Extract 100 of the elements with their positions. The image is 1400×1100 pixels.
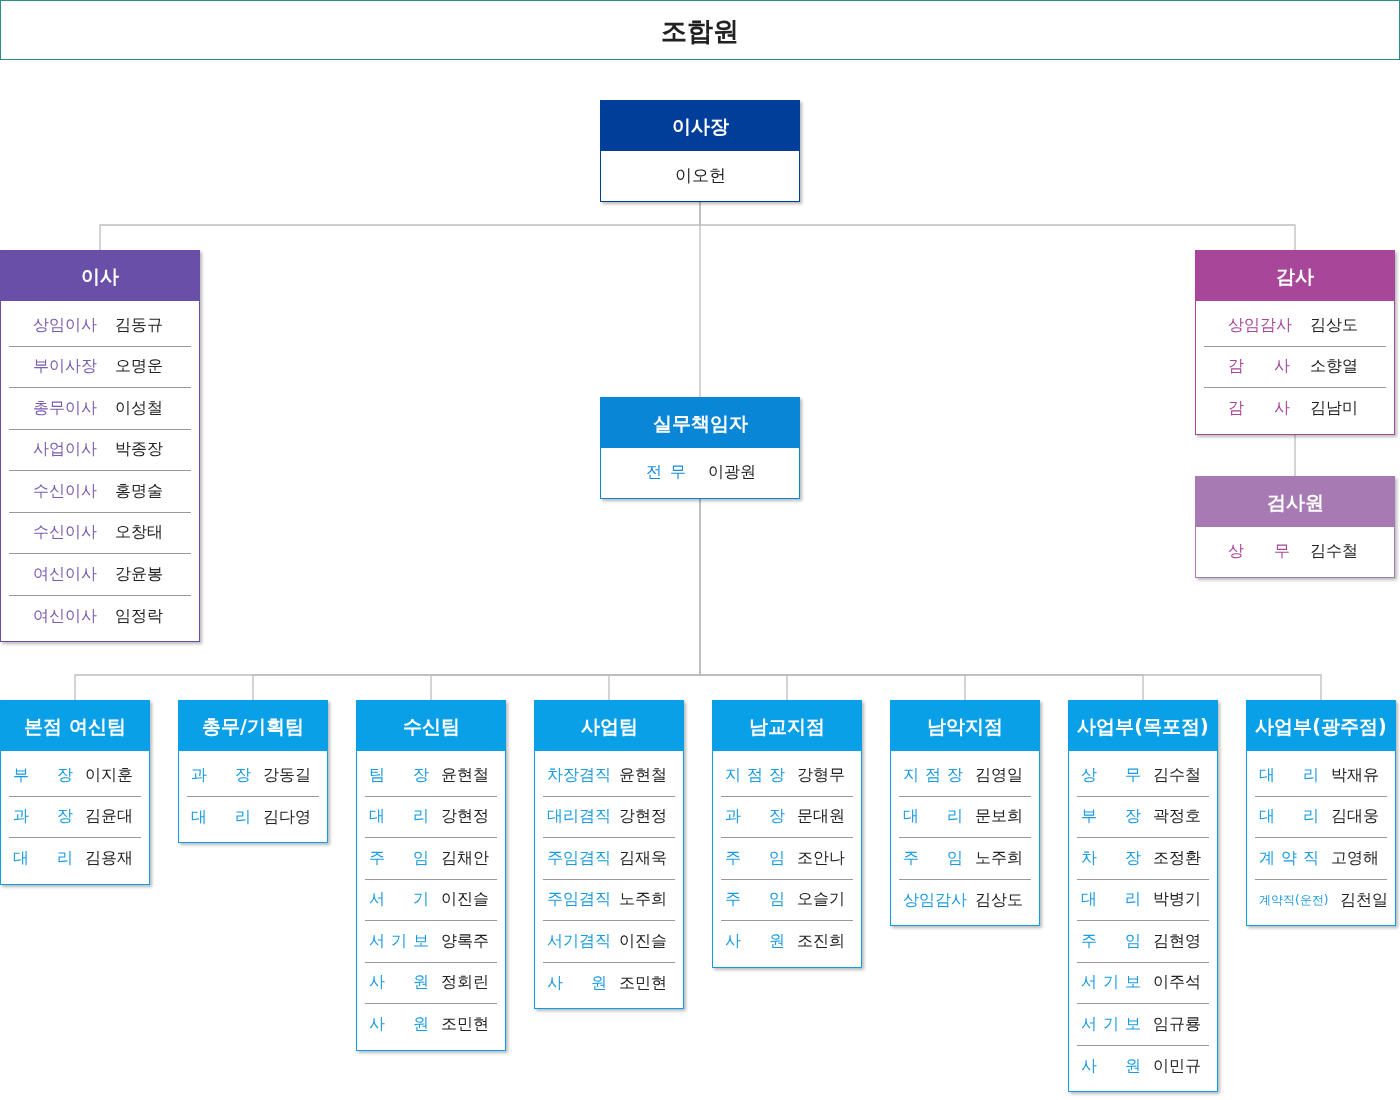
position-title: 주 임: [369, 847, 429, 869]
org-chart-box: [1068, 700, 1218, 1092]
org-chart-box: [356, 700, 506, 1051]
position-title: 사 원: [725, 931, 785, 953]
position-title: 대 리: [13, 848, 73, 870]
org-chart-box: [1195, 476, 1395, 578]
person-name: 소향열: [1310, 356, 1358, 378]
person-name: 김천일: [1340, 889, 1389, 911]
person-name: 윤현철: [441, 764, 489, 786]
position-title: 서 기 보: [1081, 972, 1141, 994]
org-chart-box: [600, 100, 800, 202]
person-name: 김재욱: [619, 847, 667, 869]
position-title: 대 리: [369, 806, 429, 828]
connector-line: [1294, 433, 1296, 477]
org-chart-box: [890, 700, 1040, 926]
person-name: 조안나: [797, 847, 845, 869]
position-title: 계약직(운전): [1259, 891, 1329, 909]
position-title: 상임이사: [33, 314, 95, 336]
position-title: 총무이사: [33, 397, 95, 419]
person-name: 임정락: [115, 605, 163, 627]
person-name: 김상도: [1310, 314, 1358, 336]
department-header: 실무책임자: [601, 398, 799, 448]
department-header: 사업팀: [535, 701, 683, 751]
position-title: 전 무: [646, 462, 686, 484]
person-name: 윤현철: [619, 764, 667, 786]
position-title: 대 리: [1259, 806, 1319, 828]
position-title: 수신이사: [33, 522, 95, 544]
person-name: 김현영: [1153, 930, 1201, 952]
person-name: 조민현: [441, 1014, 489, 1036]
person-name: 강현정: [619, 806, 667, 828]
person-name: 박재유: [1331, 764, 1379, 786]
department-header: 수신팀: [357, 701, 505, 751]
org-chart-box: [1195, 250, 1395, 435]
person-name: 이진슬: [619, 930, 667, 952]
department-header: 사업부(목포점): [1069, 701, 1217, 751]
org-chart-box: [600, 397, 800, 499]
position-title: 대 리: [903, 806, 963, 828]
person-name: 강동길: [263, 764, 311, 786]
position-title: 서 기: [369, 889, 429, 911]
position-title: 지 점 장: [725, 764, 785, 786]
position-title: 사 원: [369, 1014, 429, 1036]
person-name: 이광원: [708, 462, 756, 484]
person-name: 이민규: [1153, 1055, 1201, 1077]
position-title: 차장겸직: [547, 764, 607, 786]
person-name: 오슬기: [797, 889, 845, 911]
position-title: 주 임: [903, 847, 963, 869]
person-name: 이오헌: [673, 164, 727, 187]
person-name: 김다영: [263, 806, 311, 828]
position-title: 사 원: [369, 972, 429, 994]
org-chart-box: [0, 250, 200, 642]
position-title: 대 리: [191, 806, 251, 828]
position-title: 주 임: [725, 847, 785, 869]
position-title: 서기겸직: [547, 930, 607, 952]
position-title: 상 무: [1081, 764, 1141, 786]
person-name: 조민현: [619, 972, 667, 994]
position-title: 주 임: [1081, 930, 1141, 952]
position-title: 지 점 장: [903, 764, 963, 786]
person-name: 김남미: [1310, 398, 1358, 420]
org-chart-box: [0, 700, 150, 885]
person-name: 문보희: [975, 806, 1023, 828]
person-name: 박병기: [1153, 889, 1201, 911]
org-chart-box: [534, 700, 684, 1009]
person-name: 정회린: [441, 972, 489, 994]
position-title: 서 기 보: [369, 930, 429, 952]
position-title: 팀 장: [369, 764, 429, 786]
person-name: 박종장: [115, 439, 163, 461]
position-title: 감 사: [1228, 356, 1290, 378]
position-title: 사업이사: [33, 439, 95, 461]
person-name: 이진슬: [441, 889, 489, 911]
person-name: 고영해: [1331, 847, 1379, 869]
position-title: 대 리: [1259, 764, 1319, 786]
person-name: 양록주: [441, 930, 489, 952]
person-name: 김상도: [975, 889, 1023, 911]
department-header: 본점 여신팀: [1, 701, 149, 751]
position-title: 과 장: [13, 806, 73, 828]
person-name: 김대웅: [1331, 806, 1379, 828]
position-title: 감 사: [1228, 398, 1290, 420]
position-title: 부이사장: [33, 356, 95, 378]
person-name: 강현정: [441, 806, 489, 828]
person-name: 조정환: [1153, 847, 1201, 869]
person-name: 홍명술: [115, 480, 163, 502]
org-chart-box: [1246, 700, 1396, 926]
person-name: 이성철: [115, 397, 163, 419]
department-header: 이사장: [601, 101, 799, 151]
person-name: 조진희: [797, 931, 845, 953]
department-header: 이사: [1, 251, 199, 301]
department-header: 검사원: [1196, 477, 1394, 527]
person-name: 김채안: [441, 847, 489, 869]
position-title: 과 장: [191, 764, 251, 786]
position-title: 주임겸직: [547, 889, 607, 911]
connector-line: [699, 200, 701, 398]
position-title: 상임감사: [1228, 314, 1290, 336]
position-title: 주임겸직: [547, 847, 607, 869]
person-name: 노주희: [619, 889, 667, 911]
position-title: 사 원: [1081, 1055, 1141, 1077]
position-title: 사 원: [547, 972, 607, 994]
department-header: 총무/기획팀: [179, 701, 327, 751]
person-name: 임규룡: [1153, 1013, 1201, 1035]
department-header: 남교지점: [713, 701, 861, 751]
person-name: 김윤대: [85, 806, 133, 828]
